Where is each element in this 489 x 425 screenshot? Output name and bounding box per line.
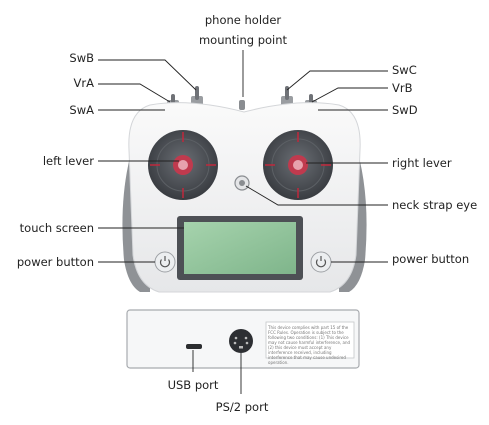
label-swb: SwB <box>69 51 94 65</box>
power-button-left[interactable] <box>154 251 176 273</box>
label-swc: SwC <box>392 63 417 77</box>
label-phone-holder-line1: phone holder <box>204 13 282 27</box>
ps2-port[interactable] <box>229 329 253 353</box>
label-vrb: VrB <box>392 81 413 95</box>
label-swa: SwA <box>69 103 94 117</box>
leader-lines <box>98 50 388 394</box>
usb-port[interactable] <box>186 344 202 349</box>
label-power-button-left: power button <box>16 255 94 269</box>
touch-screen[interactable] <box>177 216 303 280</box>
label-power-button-right: power button <box>392 252 470 266</box>
power-button-right[interactable] <box>310 251 332 273</box>
phone-holder-mount <box>239 100 245 110</box>
label-right-lever: right lever <box>392 156 452 170</box>
label-usb-port: USB port <box>167 378 219 392</box>
label-swd: SwD <box>392 103 418 117</box>
neck-strap-eye <box>234 175 250 191</box>
label-phone-holder-line2: mounting point <box>198 33 288 47</box>
label-neck-strap-eye: neck strap eye <box>392 198 478 212</box>
label-touch-screen: touch screen <box>19 221 94 235</box>
label-left-lever: left lever <box>42 154 94 168</box>
fcc-notice-sticker: This device complies with part 15 of the… <box>268 325 351 365</box>
label-ps2-port: PS/2 port <box>215 400 269 414</box>
left-lever[interactable] <box>148 130 218 200</box>
label-vra: VrA <box>73 76 94 90</box>
right-lever[interactable] <box>263 130 333 200</box>
